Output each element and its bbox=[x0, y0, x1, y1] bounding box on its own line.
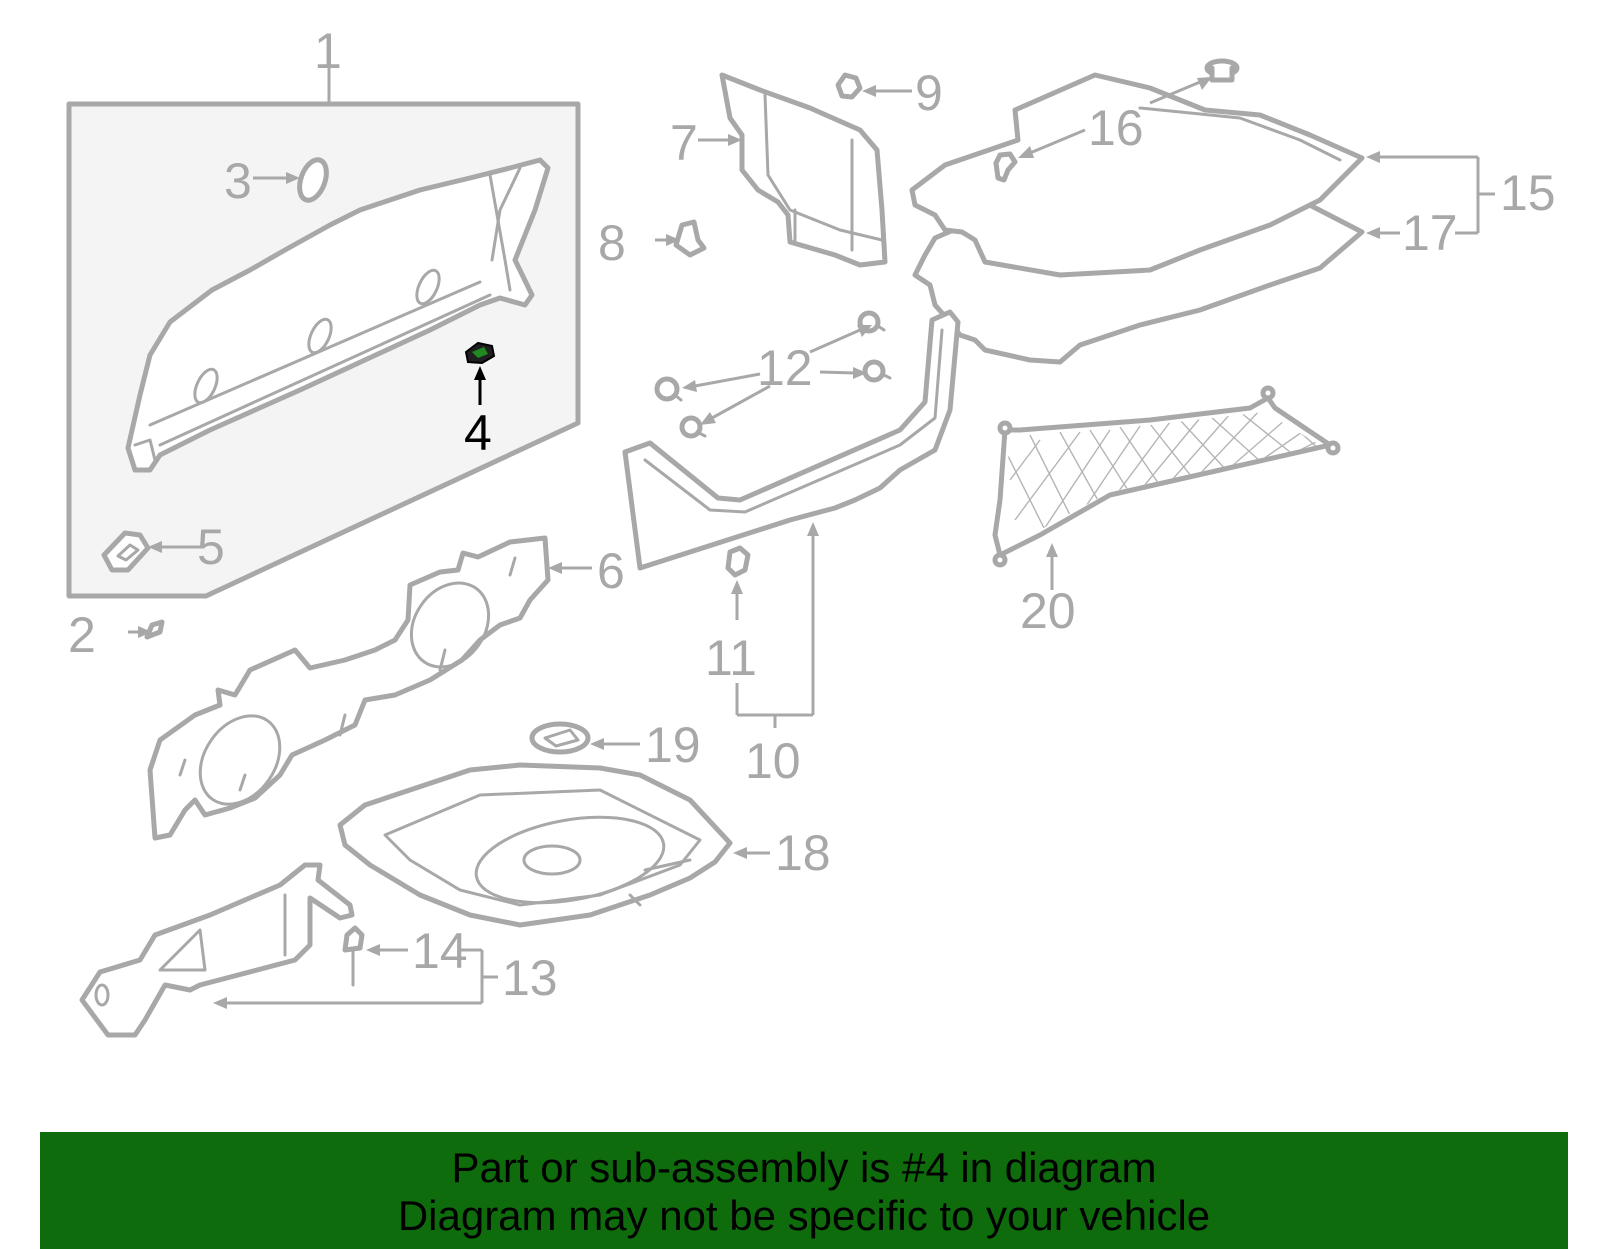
callout-9[interactable]: 9 bbox=[915, 65, 943, 121]
callout-7[interactable]: 7 bbox=[670, 115, 698, 171]
callout-10[interactable]: 10 bbox=[745, 733, 801, 789]
push-pin-part-16[interactable] bbox=[993, 58, 1240, 183]
callout-12[interactable]: 12 bbox=[757, 340, 813, 396]
callout-5[interactable]: 5 bbox=[197, 519, 225, 575]
trunk-floor-panel-part-15[interactable] bbox=[909, 72, 1365, 278]
plug-part-3[interactable] bbox=[295, 156, 332, 204]
quarter-trim-panel[interactable] bbox=[125, 157, 551, 473]
spare-tire-cover-part-18[interactable] bbox=[337, 762, 733, 928]
banner-line-disclaimer: Diagram may not be specific to your vehi… bbox=[397, 1192, 1211, 1239]
callout-1[interactable]: 1 bbox=[314, 23, 342, 79]
callout-3[interactable]: 3 bbox=[224, 153, 252, 209]
info-banner: Part or sub-assembly is #4 in diagram Di… bbox=[40, 1132, 1568, 1249]
bracket-part-13[interactable] bbox=[79, 862, 355, 1038]
callout-14[interactable]: 14 bbox=[412, 923, 468, 979]
cap-part-19[interactable] bbox=[529, 721, 591, 755]
clip-part-11[interactable] bbox=[725, 545, 751, 578]
leader-lines bbox=[128, 77, 1495, 1009]
callout-11[interactable]: 11 bbox=[705, 630, 757, 686]
cargo-net-part-20[interactable] bbox=[992, 385, 1341, 568]
callout-17[interactable]: 17 bbox=[1402, 205, 1458, 261]
callout-6[interactable]: 6 bbox=[597, 543, 625, 599]
screw-part-2[interactable] bbox=[144, 619, 165, 640]
bolt-part-12[interactable] bbox=[654, 310, 892, 439]
clip-part-8[interactable] bbox=[673, 219, 707, 258]
trim-piece-part-7[interactable] bbox=[719, 72, 888, 268]
pin-part-14[interactable] bbox=[342, 925, 365, 987]
callout-18[interactable]: 18 bbox=[775, 825, 831, 881]
clip-part-5[interactable] bbox=[101, 530, 151, 573]
sill-plate-part-10[interactable] bbox=[622, 309, 961, 571]
insulator-panel-part-6[interactable] bbox=[147, 535, 551, 841]
callout-19[interactable]: 19 bbox=[645, 717, 701, 773]
banner-line-part-info: Part or sub-assembly is #4 in diagram bbox=[451, 1144, 1157, 1191]
callout-15[interactable]: 15 bbox=[1500, 165, 1556, 221]
callout-2[interactable]: 2 bbox=[68, 607, 96, 663]
callout-13[interactable]: 13 bbox=[502, 950, 558, 1006]
callout-16[interactable]: 16 bbox=[1088, 100, 1144, 156]
callout-4[interactable]: 4 bbox=[464, 405, 492, 461]
leader-line-part-4 bbox=[474, 366, 486, 405]
clip-part-4[interactable] bbox=[464, 341, 496, 365]
callout-8[interactable]: 8 bbox=[598, 215, 626, 271]
push-pin-part-9[interactable] bbox=[835, 72, 863, 100]
callout-20[interactable]: 20 bbox=[1020, 583, 1076, 639]
callout-labels: 1 3 4 5 2 6 7 8 9 16 15 17 12 11 10 20 1… bbox=[68, 23, 1556, 1006]
